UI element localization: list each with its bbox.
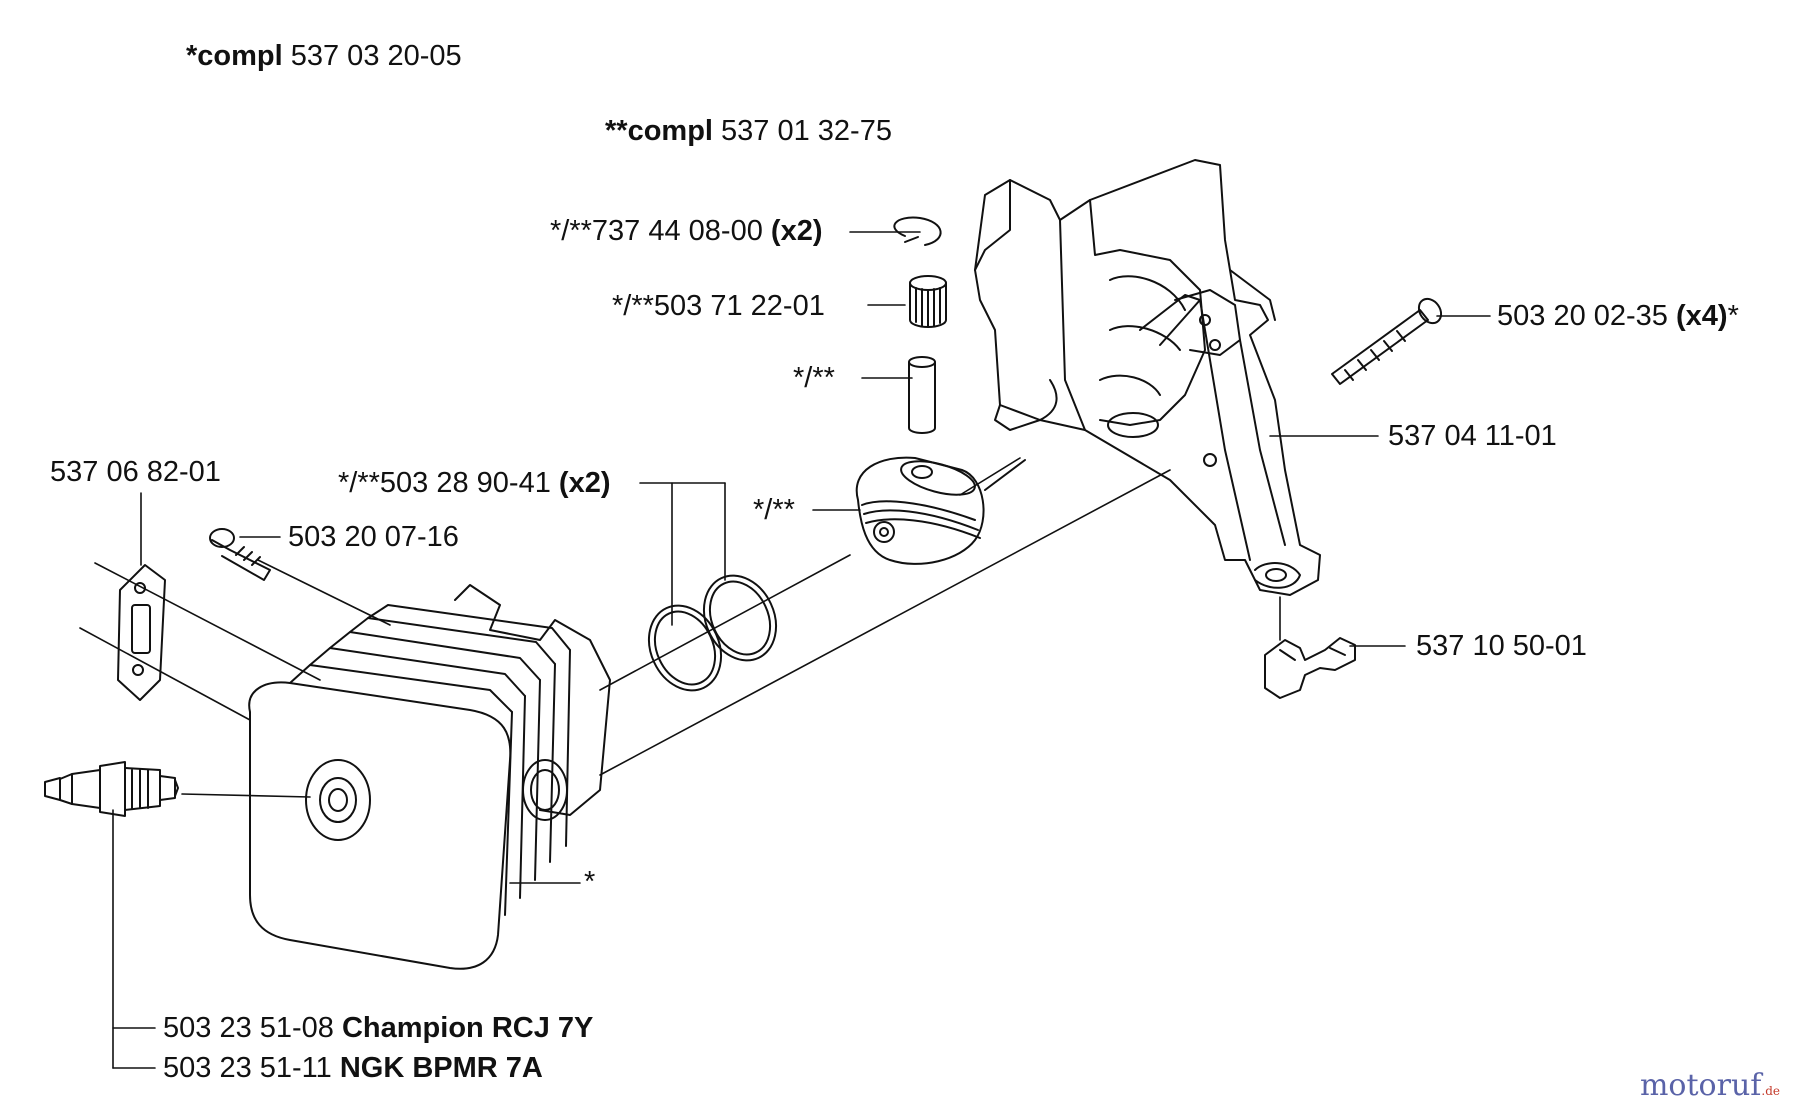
screw-small-part — [209, 528, 271, 581]
label-needle-bearing: */**503 71 22-01 — [612, 290, 825, 322]
cylinder-part — [248, 584, 611, 970]
label-screw-long: 503 20 02-35 (x4)* — [1497, 300, 1739, 332]
label-complete-set-2: **compl 537 01 32-75 — [605, 115, 892, 147]
crankcase-part — [974, 159, 1321, 596]
leader-lines — [112, 231, 1491, 1069]
label-spark-plug-ngk: 503 23 51-11 NGK BPMR 7A — [163, 1052, 543, 1084]
piston-rings-part — [648, 574, 777, 692]
exhaust-gasket-part — [117, 564, 166, 701]
label-piston-pin: */** — [793, 362, 835, 394]
label-screw-small: 503 20 07-16 — [288, 521, 459, 553]
label-cylinder: * — [584, 866, 596, 898]
label-piston: */** — [753, 494, 795, 526]
clamp-part — [1264, 637, 1356, 699]
spark-plug-part — [44, 761, 179, 817]
label-piston-rings: */**503 28 90-41 (x2) — [338, 467, 611, 499]
watermark: motoruf.de — [1639, 1068, 1780, 1103]
circlip-part — [893, 216, 942, 246]
piston-pin-part — [908, 356, 936, 434]
assembly-axes — [79, 457, 1281, 776]
needle-bearing-part — [909, 275, 947, 328]
label-clamp: 537 10 50-01 — [1416, 630, 1587, 662]
label-spark-plug-champion: 503 23 51-08 Champion RCJ 7Y — [163, 1012, 594, 1044]
screw-long-part — [1331, 297, 1443, 385]
piston-part — [855, 456, 1026, 565]
label-gasket: 537 06 82-01 — [50, 456, 221, 488]
label-crankcase: 537 04 11-01 — [1388, 420, 1557, 452]
label-complete-set-1: *compl 537 03 20-05 — [186, 40, 462, 72]
label-circlip: */**737 44 08-00 (x2) — [550, 215, 823, 247]
